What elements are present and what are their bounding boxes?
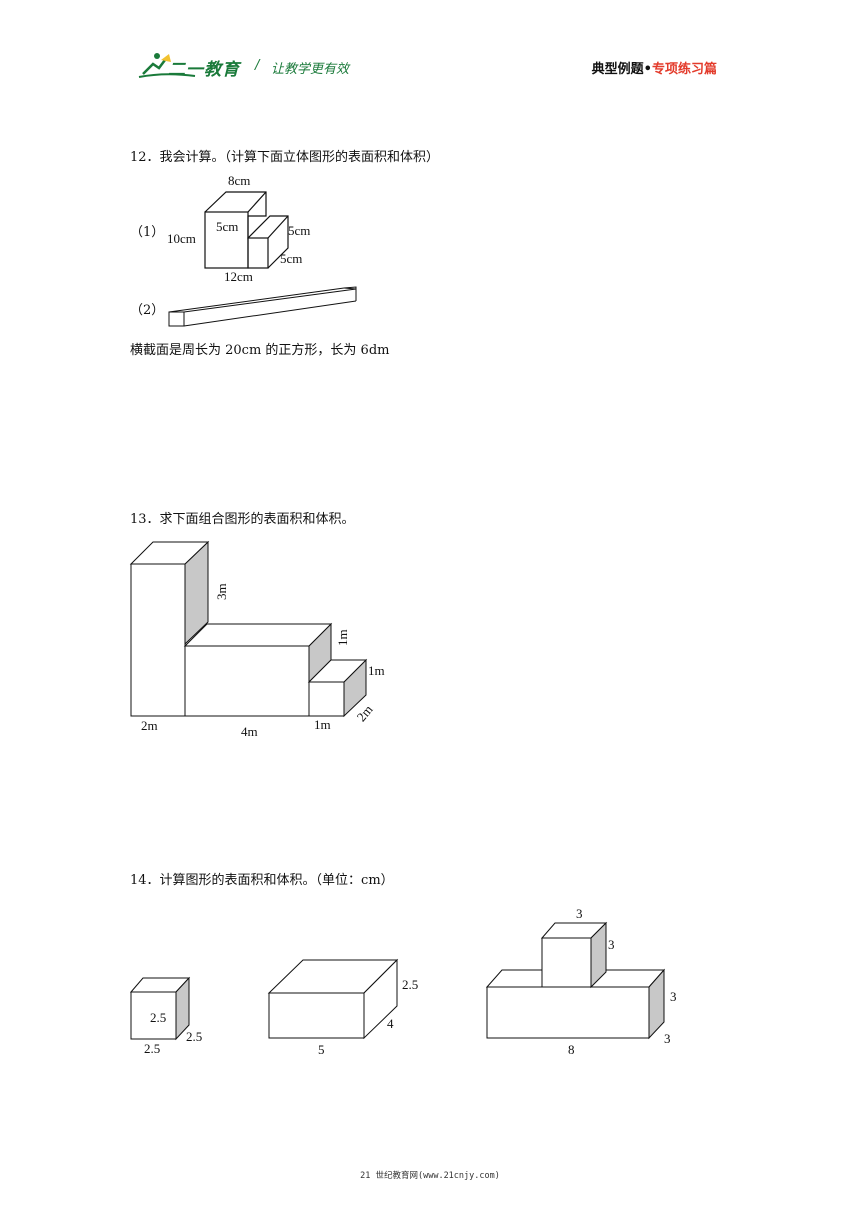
header-section-title: 典型例题•专项练习篇 <box>592 58 717 77</box>
q13-composite-solid-figure: 3m 1m 1m 2m 2m 4m 1m <box>129 540 385 738</box>
q13-dim-mid-h: 1m <box>335 629 350 646</box>
q12-dim-step-d: 5cm <box>280 251 302 266</box>
q13-dim-tall-h: 3m <box>214 583 229 600</box>
q12-dim-inner: 5cm <box>216 219 238 234</box>
q12-dim-step-h: 5cm <box>288 223 310 238</box>
section-title-highlight: 专项练习篇 <box>651 62 717 77</box>
q12-note: 横截面是周长为 20cm 的正方形，长为 6dm <box>130 343 390 358</box>
q14-cuboid-front <box>268 992 365 1039</box>
q14-cube-front <box>130 991 177 1040</box>
header-slogan: 让教学更有效 <box>271 62 350 77</box>
q14-combo-base-d-label: 3 <box>664 1031 671 1046</box>
q14-combo-top-front <box>541 937 592 988</box>
section-title-main: 典型例题• <box>591 62 652 77</box>
q13-dim-w1: 2m <box>141 718 158 733</box>
q14-combo-figure: 3 3 3 3 8 <box>485 906 677 1057</box>
q14-combo-top-w-label: 3 <box>576 906 583 921</box>
q12-long-prism-figure <box>168 286 357 327</box>
q14-cube-bottom-label: 2.5 <box>144 1041 160 1056</box>
page-footer: 21 世纪教育网(www.21cnjy.com) <box>360 1171 500 1181</box>
q13-small-block <box>308 681 345 717</box>
q14-combo-base-w-label: 8 <box>568 1042 575 1057</box>
q12-step-solid-figure: 8cm 10cm 5cm 5cm 5cm 12cm <box>167 173 310 284</box>
header-divider: / <box>255 58 260 73</box>
q14-title: 14．计算图形的表面积和体积。（单位：cm） <box>130 873 394 888</box>
q12-title: 12．我会计算。（计算下面立体图形的表面积和体积） <box>130 150 440 165</box>
q12-part2-label: （2） <box>130 303 165 318</box>
q14-cube-front-label: 2.5 <box>150 1010 166 1025</box>
q12-dim-bottom: 12cm <box>224 269 253 284</box>
q13-dim-small-h: 1m <box>368 663 385 678</box>
q14-cuboid-figure: 2.5 4 5 <box>267 958 418 1057</box>
brand-name: 二一教育 <box>168 60 240 80</box>
q14-combo-base-front <box>486 986 650 1039</box>
q12-prism-end-face <box>168 311 185 327</box>
q13-dim-w2: 4m <box>241 724 258 738</box>
q12-dim-top: 8cm <box>228 173 250 188</box>
q12-part1-label: （1） <box>130 225 165 240</box>
q13-title: 13．求下面组合图形的表面积和体积。 <box>130 512 355 527</box>
q13-middle-block <box>184 645 310 717</box>
q14-cuboid-depth-label: 4 <box>387 1016 394 1031</box>
q12-front-step-face <box>247 237 269 269</box>
q14-cuboid-height-label: 2.5 <box>402 977 418 992</box>
q14-cuboid-width-label: 5 <box>318 1042 325 1057</box>
q14-cube-figure: 2.5 2.5 2.5 <box>129 976 202 1056</box>
q13-dim-depth: 2m <box>353 702 375 724</box>
q14-cube-depth-label: 2.5 <box>186 1029 202 1044</box>
q12-dim-left: 10cm <box>167 231 196 246</box>
brand-logo-icon <box>138 53 196 78</box>
q13-dim-w3: 1m <box>314 717 331 732</box>
q14-combo-base-h-label: 3 <box>670 989 677 1004</box>
q14-combo-top-h-label: 3 <box>608 937 615 952</box>
q13-tall-block <box>130 563 186 717</box>
